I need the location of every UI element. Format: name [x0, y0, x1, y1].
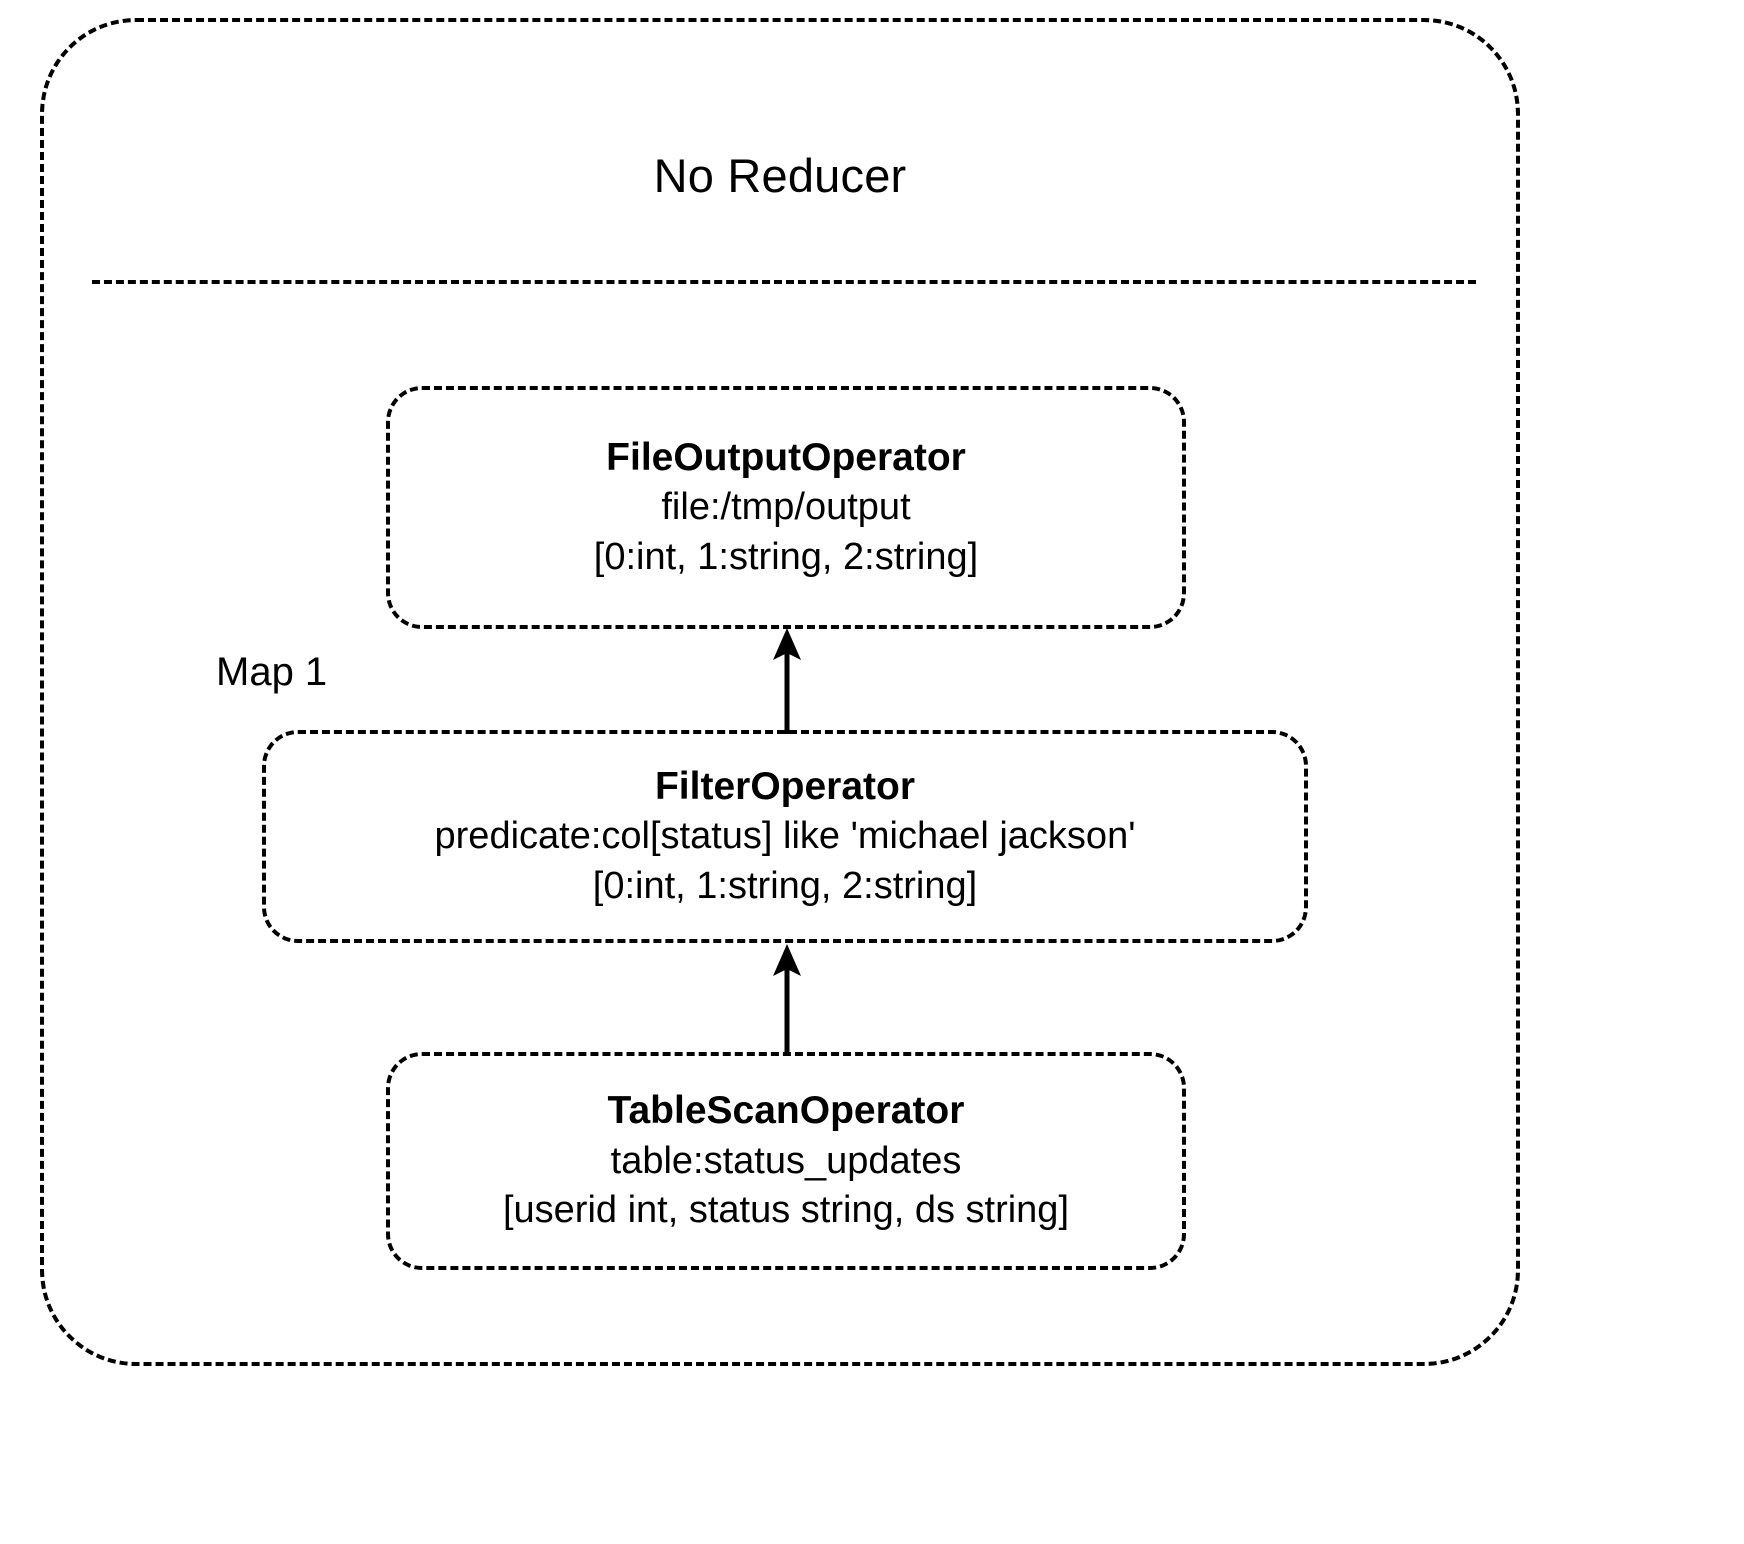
operator-node-filter-operator[interactable]: FilterOperator predicate:col[status] lik…	[262, 730, 1308, 943]
operator-detail: file:/tmp/output	[661, 486, 911, 529]
stage-title: No Reducer	[653, 149, 907, 202]
edge-filter-to-file-output-arrow	[765, 628, 809, 734]
edge-table-scan-to-filter-arrow	[765, 944, 809, 1054]
operator-detail: table:status_updates	[610, 1139, 962, 1182]
operator-node-table-scan-operator[interactable]: TableScanOperator table:status_updates […	[386, 1052, 1186, 1270]
stage-divider	[92, 280, 1476, 284]
operator-title: FilterOperator	[654, 764, 916, 808]
operator-schema: [userid int, status string, ds string]	[502, 1189, 1069, 1232]
operator-schema: [0:int, 1:string, 2:string]	[593, 535, 979, 578]
operator-title: FileOutputOperator	[606, 435, 966, 479]
operator-node-file-output-operator[interactable]: FileOutputOperator file:/tmp/output [0:i…	[386, 386, 1186, 629]
operator-detail: predicate:col[status] like 'michael jack…	[434, 815, 1136, 858]
operator-schema: [0:int, 1:string, 2:string]	[592, 864, 978, 907]
region-label-map-1: Map 1	[216, 650, 328, 694]
operator-title: TableScanOperator	[607, 1089, 965, 1133]
stage-container-no-reducer: No Reducer	[40, 18, 1520, 1366]
